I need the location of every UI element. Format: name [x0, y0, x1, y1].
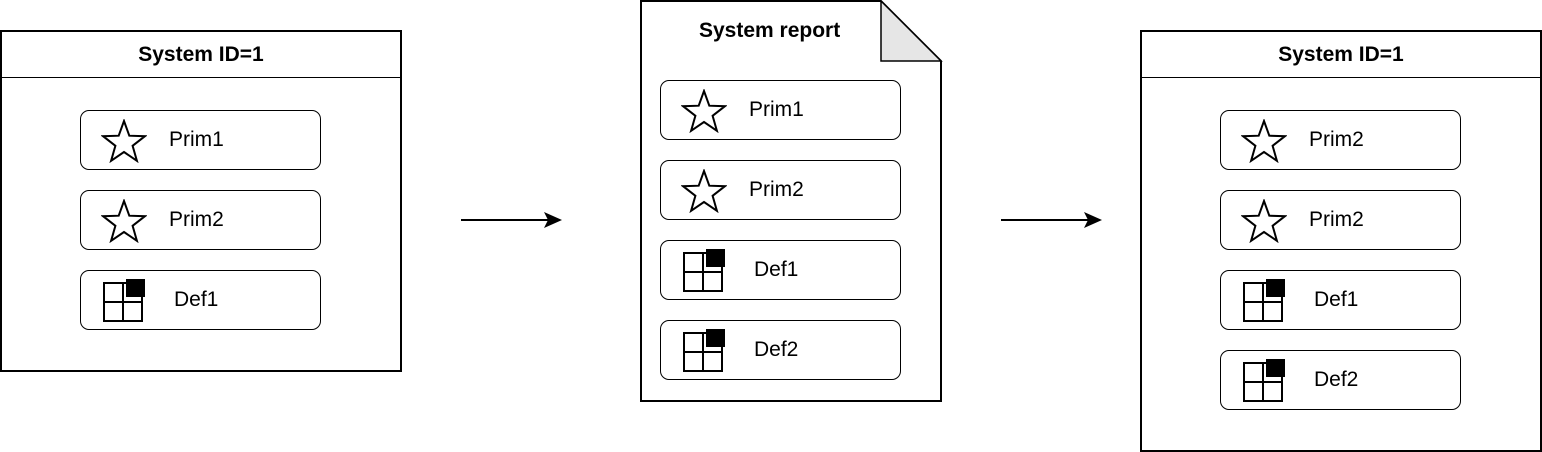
arrow-right-icon [1001, 212, 1102, 228]
item-label: Def2 [754, 338, 799, 361]
item-label: Prim2 [749, 178, 804, 201]
grid-icon [1241, 359, 1287, 403]
list-item: Def1 [660, 240, 901, 300]
item-label: Def1 [1314, 288, 1359, 311]
report-title: System report [699, 19, 841, 42]
grid-icon [681, 249, 727, 293]
arrow-right-icon [461, 212, 562, 228]
star-icon [101, 119, 147, 163]
item-label: Def2 [1314, 368, 1359, 391]
item-label: Def1 [174, 288, 219, 311]
list-item: Def1 [80, 270, 321, 330]
star-icon [1241, 199, 1287, 243]
list-item: Prim2 [660, 160, 901, 220]
star-icon [101, 199, 147, 243]
left-panel-title: System ID=1 [2, 32, 400, 78]
list-item: Def1 [1220, 270, 1461, 330]
list-item: Prim1 [80, 110, 321, 170]
list-item: Prim2 [1220, 190, 1461, 250]
star-icon [1241, 119, 1287, 163]
grid-icon [1241, 279, 1287, 323]
right-panel-title: System ID=1 [1142, 32, 1540, 78]
item-label: Prim2 [1309, 208, 1364, 231]
item-label: Prim2 [169, 208, 224, 231]
list-item: Prim1 [660, 80, 901, 140]
list-item: Def2 [1220, 350, 1461, 410]
item-label: Prim1 [749, 98, 804, 121]
item-label: Prim2 [1309, 128, 1364, 151]
list-item: Prim2 [80, 190, 321, 250]
star-icon [681, 169, 727, 213]
list-item: Def2 [660, 320, 901, 380]
star-icon [681, 89, 727, 133]
grid-icon [101, 279, 147, 323]
item-label: Def1 [754, 258, 799, 281]
item-label: Prim1 [169, 128, 224, 151]
grid-icon [681, 329, 727, 373]
list-item: Prim2 [1220, 110, 1461, 170]
